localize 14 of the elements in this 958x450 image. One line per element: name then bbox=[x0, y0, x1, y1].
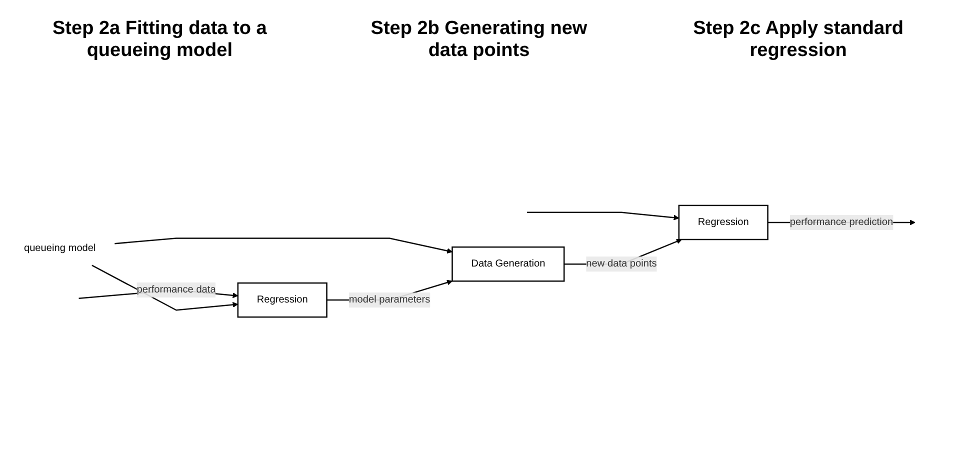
step-heading: Step 2c Apply standard regression bbox=[692, 18, 905, 62]
node-text: queueing model bbox=[24, 242, 96, 254]
arrow bbox=[527, 212, 680, 220]
node-box: Data Generation bbox=[452, 246, 565, 282]
step-heading: Step 2a Fitting data to a queueing model bbox=[52, 18, 268, 62]
arrow bbox=[92, 264, 238, 311]
edge-label: performance prediction bbox=[790, 216, 894, 228]
edge-label: performance data bbox=[136, 284, 216, 295]
arrow bbox=[114, 238, 452, 254]
edge-label: model parameters bbox=[348, 294, 430, 306]
node-box: Regression bbox=[237, 282, 328, 318]
node-box: Regression bbox=[678, 204, 768, 240]
edge-label: new data points bbox=[586, 258, 657, 270]
step-heading: Step 2b Generating new data points bbox=[370, 18, 588, 62]
